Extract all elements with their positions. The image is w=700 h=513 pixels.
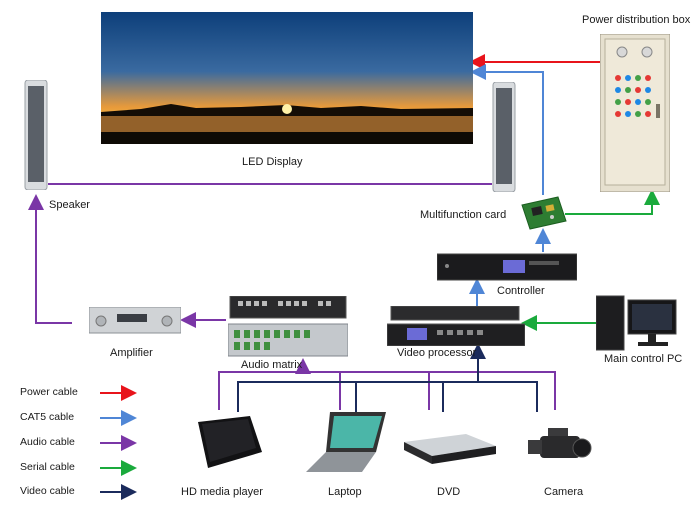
dvd-label: DVD	[437, 486, 461, 498]
power-distribution-box-label: Power distribution box	[582, 14, 691, 26]
controller-label: Controller	[497, 285, 545, 297]
rack-unit-icon	[437, 253, 577, 281]
legend-video-label: Video cable	[20, 485, 75, 497]
legend-serial-label: Serial cable	[20, 461, 75, 473]
video-cable-line	[237, 381, 538, 412]
legend-cat5-label: CAT5 cable	[20, 411, 75, 423]
audio-matrix-label: Audio matrix	[241, 359, 303, 371]
multifunction-card-label: Multifunction card	[420, 209, 507, 221]
laptop-label: Laptop	[328, 486, 362, 498]
hd-media-player-label: HD media player	[181, 486, 263, 498]
dvd-icon	[404, 434, 496, 464]
camera-icon	[528, 428, 592, 458]
speaker-icon	[24, 80, 48, 190]
speaker-label: Speaker	[49, 199, 90, 211]
amplifier-icon	[89, 307, 181, 334]
matrix-icon	[228, 296, 348, 357]
legend-audio-label: Audio cable	[20, 436, 75, 448]
led-screen-icon	[101, 12, 473, 144]
circuit-board-icon	[521, 196, 567, 230]
cabinet-icon	[600, 34, 670, 192]
video-processor-label: Video processor	[397, 347, 477, 359]
serial-cable-line	[565, 189, 660, 215]
processor-icon	[387, 306, 525, 346]
audio-cable-line-4	[218, 371, 556, 410]
media-player-icon	[198, 416, 262, 468]
legend-power-label: Power cable	[20, 386, 78, 398]
pc-icon	[596, 295, 677, 351]
laptop-icon	[306, 412, 386, 472]
camera-label: Camera	[544, 486, 584, 498]
amplifier-label: Amplifier	[110, 347, 153, 359]
main-control-pc-label: Main control PC	[604, 353, 683, 365]
speaker-icon-right	[492, 82, 516, 192]
cat5-cable-line	[470, 64, 544, 195]
audio-cable-line-2	[28, 194, 72, 324]
led-display-label: LED Display	[242, 156, 303, 168]
